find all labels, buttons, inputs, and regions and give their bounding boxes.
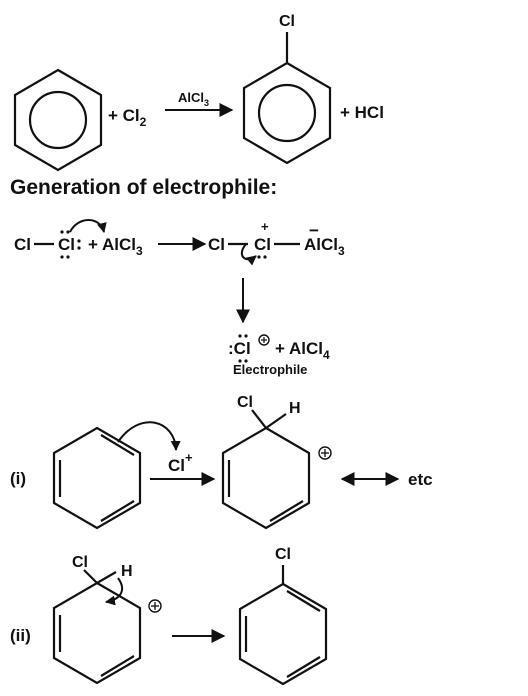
curved-electron-arrow — [117, 421, 181, 451]
step-ii-label: (ii) — [10, 626, 31, 645]
benzene-ring — [13, 68, 103, 172]
positive-charge-icon — [258, 334, 270, 346]
electrophile-label: Electrophile — [233, 362, 307, 377]
positive-charge-icon — [148, 599, 162, 613]
sigma-chloro-label: Cl — [72, 554, 88, 571]
electrophile-generation: Cl Cl + AlCl3 Cl Cl + AlCl3 − :Cl — [14, 219, 345, 377]
chlorobenzene-product: Cl — [242, 13, 332, 165]
chlorine-atom-2: Cl — [58, 235, 75, 254]
complex-chlorine-1: Cl — [208, 235, 225, 254]
step-i-label: (i) — [10, 469, 26, 488]
lone-pair-dots — [238, 334, 248, 363]
curved-electron-arrow — [105, 577, 124, 606]
electrophile-charge: + — [185, 450, 193, 465]
chlorobenzene-product: Cl — [238, 546, 328, 686]
sigma-hydrogen-label: H — [121, 563, 133, 580]
step-ii: (ii) Cl H Cl — [10, 546, 328, 686]
negative-charge: − — [309, 221, 319, 240]
complex-aluminium: AlCl3 — [304, 235, 345, 258]
benzene-ring — [52, 426, 142, 530]
catalyst-label: AlCl3 — [178, 90, 209, 108]
section-heading: Generation of electrophile: — [10, 176, 277, 199]
hcl-byproduct: + HCl — [340, 103, 384, 122]
chlorine-atom-1: Cl — [14, 235, 31, 254]
complex-chlorine-2: Cl — [254, 235, 271, 254]
chloronium-ion: :Cl — [228, 339, 251, 358]
etc-label: etc — [408, 470, 433, 489]
sigma-complex: Cl H — [52, 554, 142, 685]
overall-reaction: + Cl2 AlCl3 Cl + HCl — [13, 13, 384, 172]
curved-electron-arrow — [240, 243, 257, 266]
tetrachloroaluminate: + AlCl4 — [275, 339, 330, 362]
sigma-complex: Cl H — [221, 394, 311, 530]
positive-charge-icon — [318, 446, 332, 460]
aluminium-chloride: + AlCl3 — [88, 235, 143, 258]
lone-pair-dots — [257, 255, 267, 259]
product-chloro-label: Cl — [279, 13, 295, 30]
product-chloro-label: Cl — [275, 546, 291, 563]
sigma-hydrogen-label: H — [289, 400, 301, 417]
electrophile-cl: Cl — [168, 456, 185, 475]
lone-pair-dots — [60, 230, 81, 259]
sigma-chloro-label: Cl — [237, 394, 253, 411]
curved-electron-arrow — [69, 219, 107, 233]
reactant-plus-chlorine: + Cl2 — [108, 106, 147, 129]
positive-charge: + — [261, 219, 269, 234]
step-i: (i) Cl + Cl H etc — [10, 394, 433, 530]
